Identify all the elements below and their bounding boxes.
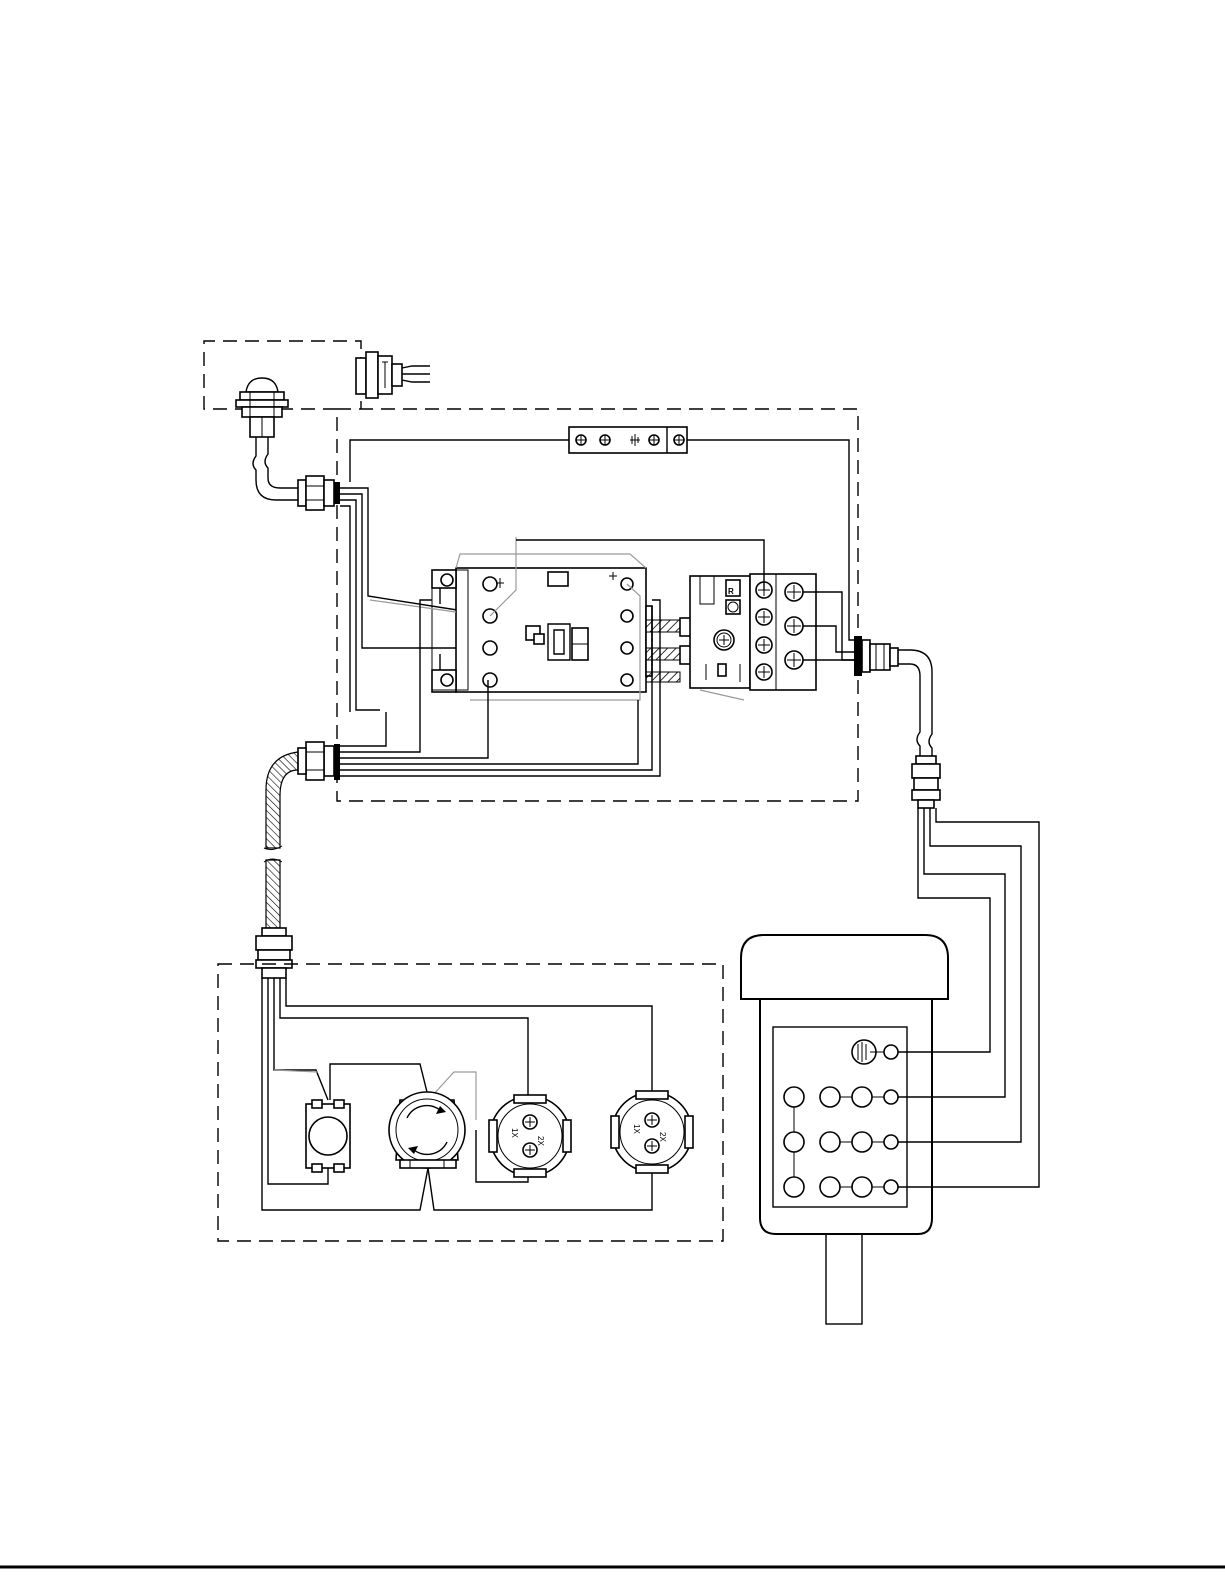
relay-screw-icon bbox=[785, 617, 803, 635]
overload-relay: R bbox=[690, 574, 816, 700]
terminal-screw-icon bbox=[576, 435, 586, 445]
motor-cable bbox=[253, 437, 340, 510]
cable-gland-icon bbox=[356, 352, 430, 398]
station-gland-icon bbox=[256, 928, 292, 978]
contact-mark-1x: 1X bbox=[632, 1124, 641, 1134]
right-gland-icon bbox=[854, 636, 898, 676]
bus-bars bbox=[646, 618, 696, 682]
pushbutton-1-icon: 1X 2X bbox=[489, 1095, 571, 1177]
relay-letter: R bbox=[728, 587, 734, 596]
contactor bbox=[370, 537, 652, 700]
pendant-controller bbox=[741, 935, 948, 1324]
pushbutton-2-icon: 1X 2X bbox=[611, 1091, 693, 1173]
terminal-screw-icon bbox=[600, 435, 610, 445]
relay-screw-icon bbox=[756, 637, 772, 653]
emergency-stop-icon bbox=[389, 1092, 465, 1168]
station-wires bbox=[262, 978, 652, 1210]
pendant-cable bbox=[898, 650, 940, 808]
pilot-light-icon bbox=[306, 1100, 350, 1172]
braided-cable bbox=[264, 752, 298, 928]
relay-screw-icon bbox=[785, 583, 803, 601]
relay-screw-icon bbox=[756, 609, 772, 625]
relay-screw-icon bbox=[756, 664, 772, 680]
terminal-screw-icon bbox=[674, 435, 684, 445]
contact-mark-2x: 2X bbox=[536, 1136, 545, 1146]
contact-mark-2x: 2X bbox=[658, 1132, 667, 1142]
terminal-strip bbox=[569, 427, 687, 453]
terminal-screw-icon bbox=[649, 435, 659, 445]
relay-screw-icon bbox=[785, 651, 803, 669]
contact-mark-1x: 1X bbox=[510, 1128, 519, 1138]
pendant-wires bbox=[898, 808, 1039, 1187]
ground-symbol-icon bbox=[852, 1040, 898, 1064]
adjust-dial-icon bbox=[714, 630, 734, 650]
bottom-gland-icon bbox=[298, 742, 340, 780]
motor-plug-icon bbox=[236, 378, 288, 437]
